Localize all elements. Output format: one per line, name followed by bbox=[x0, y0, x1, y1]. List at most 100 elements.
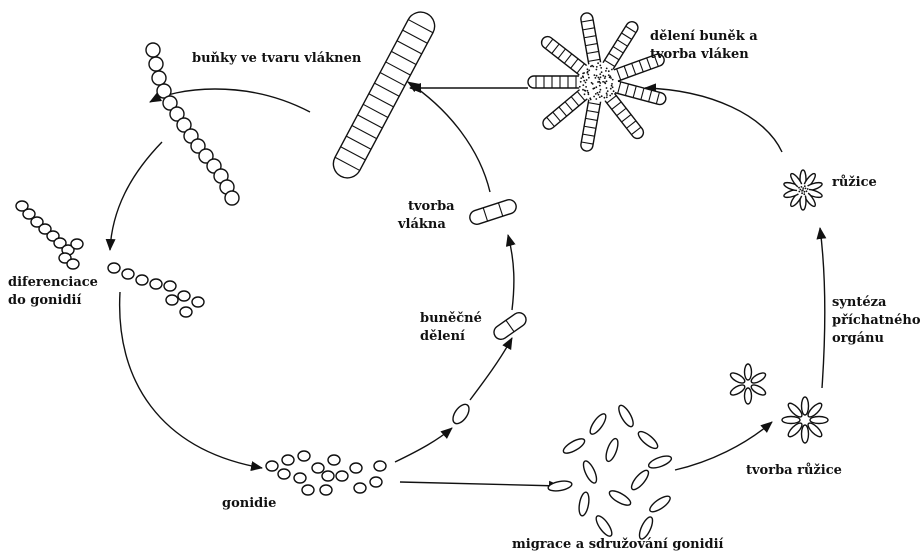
gonidium-cell bbox=[164, 281, 176, 291]
holdfast-dot bbox=[584, 90, 586, 92]
holdfast-dot bbox=[599, 73, 601, 75]
holdfast-dot bbox=[588, 69, 590, 71]
holdfast-dot bbox=[604, 83, 606, 85]
holdfast-dot bbox=[596, 75, 598, 77]
holdfast-dot bbox=[606, 94, 608, 96]
label-holdfast-line2: příchatného bbox=[832, 313, 920, 328]
star-filament bbox=[580, 95, 602, 152]
gonidium bbox=[278, 469, 290, 479]
rosette-dot bbox=[806, 190, 808, 192]
gonidium-cell bbox=[180, 307, 192, 317]
gonidium bbox=[302, 485, 314, 495]
label-gonidia: gonidie bbox=[222, 496, 276, 511]
migrating-gonidium bbox=[577, 491, 590, 516]
holdfast-dot bbox=[601, 95, 603, 97]
gonidium bbox=[282, 455, 294, 465]
holdfast-dot bbox=[596, 69, 598, 71]
holdfast-dot bbox=[585, 86, 587, 88]
gonidium-cell bbox=[136, 275, 148, 285]
holdfast-dot bbox=[588, 77, 590, 79]
gonidium bbox=[294, 473, 306, 483]
label-division-line1: dělení buněk a bbox=[650, 29, 758, 44]
gonidium-cell bbox=[67, 259, 79, 269]
holdfast-dot bbox=[586, 72, 588, 74]
label-filament-formation-line1: tvorba bbox=[408, 199, 455, 214]
rosette-formation-cell bbox=[750, 371, 767, 385]
gonidium-cell bbox=[178, 291, 190, 301]
holdfast-dot bbox=[583, 72, 585, 74]
small-rosette bbox=[783, 170, 823, 210]
gonidium bbox=[320, 485, 332, 495]
holdfast-dot bbox=[606, 87, 608, 89]
star-filament bbox=[580, 12, 602, 69]
gonidium-cell bbox=[166, 295, 178, 305]
gonidium bbox=[350, 463, 362, 473]
rosette-dot bbox=[802, 187, 804, 189]
holdfast-dot bbox=[611, 69, 613, 71]
holdfast-dot bbox=[613, 90, 615, 92]
holdfast-dot bbox=[602, 75, 604, 77]
holdfast-dot bbox=[596, 66, 598, 68]
holdfast-dot bbox=[585, 82, 587, 84]
gonidium bbox=[374, 461, 386, 471]
rosette-dot bbox=[798, 187, 800, 189]
rosette-dot bbox=[800, 189, 802, 191]
dividing-cell bbox=[491, 310, 529, 342]
label-holdfast-line3: orgánu bbox=[832, 331, 884, 346]
gonidium-cell bbox=[192, 297, 204, 307]
rosette-formation-cell bbox=[802, 397, 809, 415]
label-holdfast-line1: syntéza bbox=[832, 295, 887, 310]
gonidium-cell bbox=[108, 263, 120, 273]
holdfast-dot bbox=[586, 79, 588, 81]
holdfast-dot bbox=[607, 90, 609, 92]
rosette-dot bbox=[801, 190, 803, 192]
holdfast-dot bbox=[612, 86, 614, 88]
arrow-short-to-long-filament bbox=[408, 82, 490, 192]
rosette-dot bbox=[803, 193, 805, 195]
holdfast-dot bbox=[606, 68, 608, 70]
star-filament bbox=[528, 76, 584, 88]
holdfast-dot bbox=[589, 97, 591, 99]
holdfast-dot bbox=[594, 74, 596, 76]
arrow-dividing-to-short-filament bbox=[508, 235, 514, 310]
rosette-dot bbox=[804, 185, 806, 187]
rosette-formation-lower bbox=[782, 397, 828, 443]
single-gonidium bbox=[450, 402, 472, 427]
gonidium bbox=[354, 483, 366, 493]
short-filament bbox=[468, 198, 518, 226]
holdfast-dot bbox=[584, 93, 586, 95]
label-filament-cells: buňky ve tvaru vláknen bbox=[192, 51, 362, 66]
holdfast-dot bbox=[595, 93, 597, 95]
holdfast-dot bbox=[582, 75, 584, 77]
holdfast-dot bbox=[598, 77, 600, 79]
chain-cell bbox=[225, 191, 239, 205]
holdfast-dot bbox=[608, 74, 610, 76]
holdfast-dot bbox=[599, 78, 601, 80]
rosette-formation-cell bbox=[745, 388, 752, 404]
label-filament-formation-line2: vlákna bbox=[397, 217, 446, 232]
chain-cell bbox=[149, 57, 163, 71]
gonidium-cell bbox=[150, 279, 162, 289]
holdfast-dot bbox=[583, 80, 585, 82]
rosette-formation-cell bbox=[729, 371, 746, 385]
holdfast-dot bbox=[582, 84, 584, 86]
gonidium bbox=[328, 455, 340, 465]
holdfast-dot bbox=[599, 85, 601, 87]
gonidium bbox=[322, 471, 334, 481]
holdfast-dot bbox=[600, 67, 602, 69]
migrating-gonidium bbox=[636, 429, 660, 451]
label-cell-division-line1: buněčné bbox=[420, 311, 482, 326]
holdfast-dot bbox=[593, 96, 595, 98]
gonidium bbox=[336, 471, 348, 481]
holdfast-dot bbox=[590, 66, 592, 68]
gonidium-cell bbox=[71, 239, 83, 249]
holdfast-dot bbox=[600, 76, 602, 78]
holdfast-dot bbox=[588, 93, 590, 95]
rosette-dot bbox=[804, 191, 806, 193]
gonidium bbox=[312, 463, 324, 473]
migrating-gonidium bbox=[616, 403, 636, 428]
migrating-gonidium bbox=[604, 437, 621, 463]
migrating-gonidium bbox=[547, 479, 572, 492]
holdfast-dot bbox=[597, 92, 599, 94]
rosette-formation-cell bbox=[782, 417, 800, 424]
